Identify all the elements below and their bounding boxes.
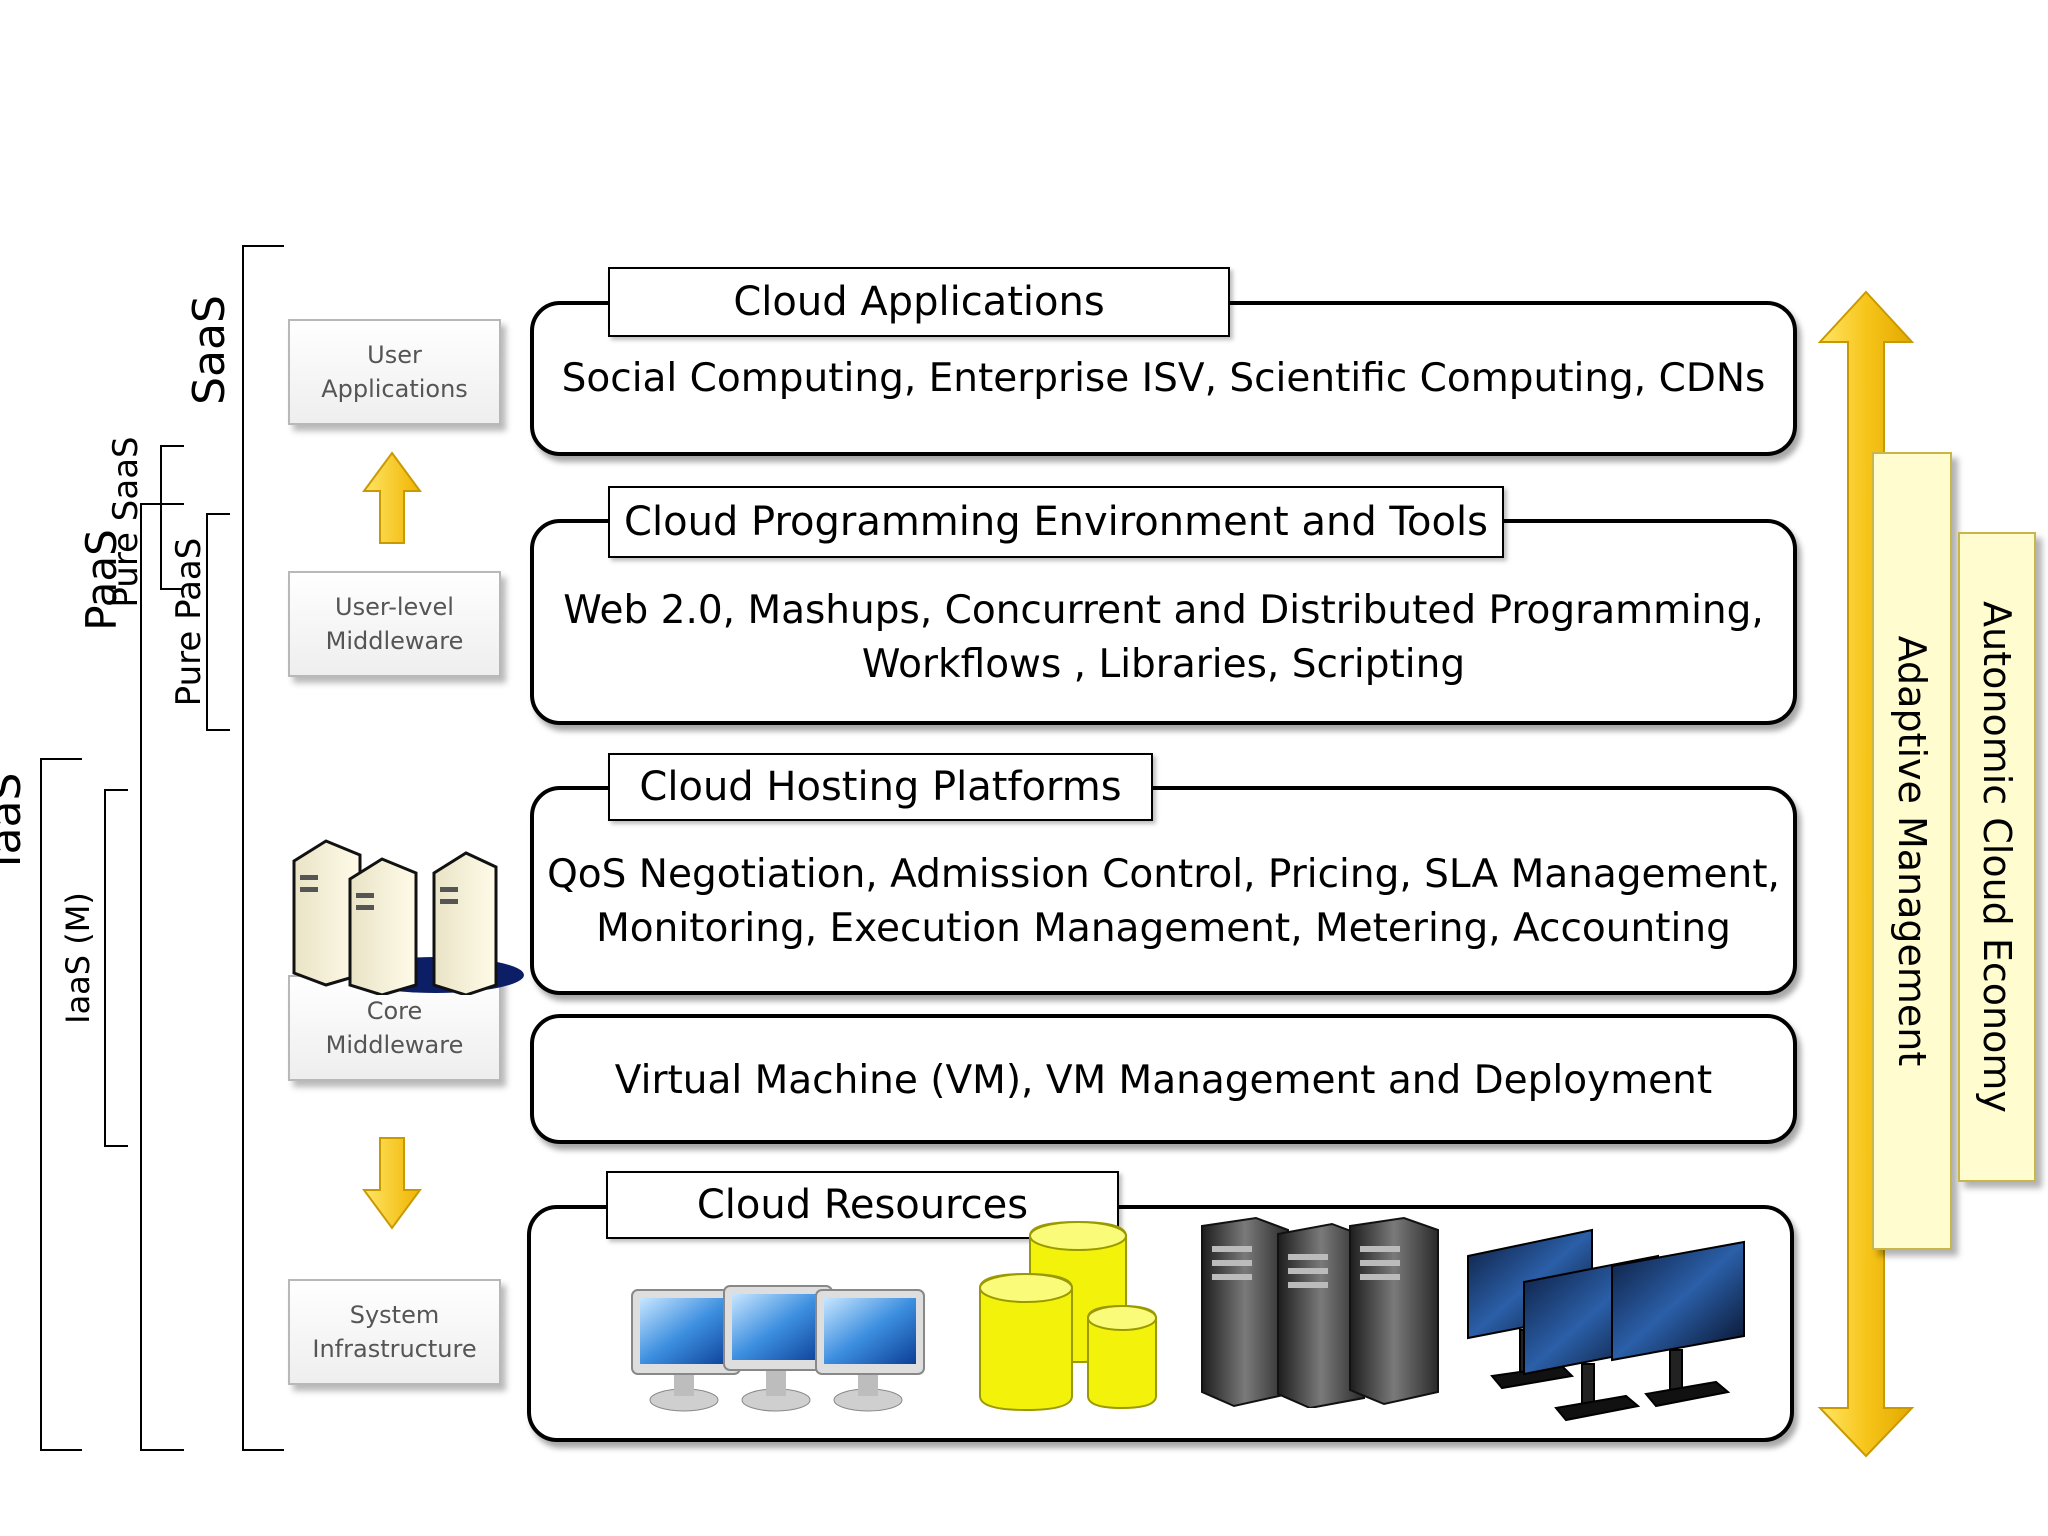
double-headed-arrow-icon xyxy=(1817,290,1915,1458)
layer-virtual-machine: Virtual Machine (VM), VM Management and … xyxy=(530,1014,1797,1144)
adaptive-management-label: Adaptive Management xyxy=(1890,635,1934,1067)
server-cluster-icon xyxy=(292,839,524,995)
iaas-m-label: IaaS (M) xyxy=(59,892,97,1024)
side-box-user-applications: User Applications xyxy=(288,319,501,425)
pure-saas-bracket xyxy=(160,445,184,590)
tab-cloud-programming: Cloud Programming Environment and Tools xyxy=(608,486,1504,558)
iaas-bracket xyxy=(40,758,82,1451)
tower-servers-icon xyxy=(1201,1216,1439,1408)
autonomic-cloud-economy-box xyxy=(1958,532,2036,1182)
pure-paas-bracket xyxy=(206,513,230,731)
down-arrow-icon xyxy=(362,1137,422,1230)
tab-cloud-resources: Cloud Resources xyxy=(606,1171,1119,1239)
database-cylinders-icon xyxy=(979,1220,1157,1412)
layer-cloud-applications-text: Social Computing, Enterprise ISV, Scient… xyxy=(561,356,1766,401)
tab-cloud-applications: Cloud Applications xyxy=(608,267,1230,337)
up-arrow-icon xyxy=(362,451,422,544)
saas-label: SaaS xyxy=(184,295,235,405)
layer-virtual-machine-text: Virtual Machine (VM), VM Management and … xyxy=(614,1058,1713,1103)
side-box-system-infrastructure: System Infrastructure xyxy=(288,1279,501,1385)
pure-paas-label: Pure PaaS xyxy=(169,537,209,707)
saas-bracket xyxy=(242,245,284,1451)
autonomic-cloud-economy-label: Autonomic Cloud Economy xyxy=(1975,601,2019,1113)
layer-cloud-hosting-text: QoS Negotiation, Admission Control, Pric… xyxy=(547,852,1780,951)
iaas-label: IaaS xyxy=(0,772,31,868)
layer-cloud-applications: Social Computing, Enterprise ISV, Scient… xyxy=(530,301,1797,456)
adaptive-management-box xyxy=(1872,452,1952,1250)
pure-saas-label: Pure SaaS xyxy=(106,436,146,608)
tab-cloud-hosting: Cloud Hosting Platforms xyxy=(608,753,1153,821)
iaas-m-bracket xyxy=(104,789,128,1147)
side-box-user-level-middleware: User-level Middleware xyxy=(288,571,501,677)
layer-cloud-programming-text: Web 2.0, Mashups, Concurrent and Distrib… xyxy=(563,588,1764,687)
flat-monitors-icon xyxy=(1467,1228,1745,1422)
paas-bracket xyxy=(140,503,184,1451)
desktop-monitors-icon xyxy=(631,1285,925,1412)
